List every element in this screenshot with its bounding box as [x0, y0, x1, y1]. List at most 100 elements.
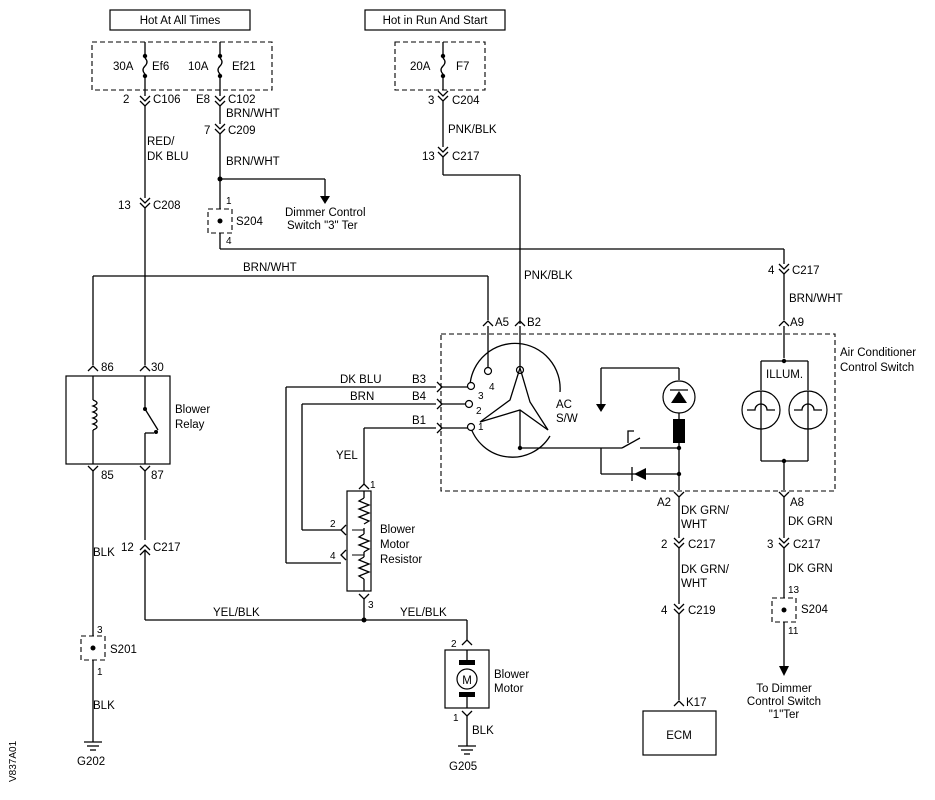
resistor-label-2: Motor	[380, 539, 410, 551]
wire-yel: YEL	[336, 450, 358, 462]
pin-b4: B4	[412, 391, 427, 403]
s204-top-pin-out: 4	[226, 236, 232, 247]
c209-label: C209	[228, 125, 256, 137]
f7-rating: 20A	[410, 61, 431, 73]
fuse-block-left	[91, 41, 273, 91]
relay-pin-85: 85	[101, 470, 114, 482]
blower-motor-resistor: 1 2 4 3 Blower Motor Resistor	[330, 480, 422, 620]
wire-dk-blu-label: DK BLU	[147, 151, 189, 163]
wire-dk-grn-wht-2b: WHT	[681, 578, 707, 590]
wire-yel-blk-1: YEL/BLK	[213, 607, 260, 619]
s204-right-label: S204	[801, 604, 828, 616]
c217-top-label: C217	[452, 151, 480, 163]
blower-relay: 86 30 Blower Relay 85 87	[65, 362, 210, 482]
c217-a2-label: C217	[688, 539, 716, 551]
wire-blk-2: BLK	[93, 700, 115, 712]
pin-b3: B3	[412, 374, 426, 386]
pin-a8: A8	[790, 497, 804, 509]
wire-blk-1: BLK	[93, 547, 115, 559]
c217-top-pin: 13	[422, 151, 435, 163]
dimmer-top-line1: Dimmer Control	[285, 207, 366, 219]
wire-brn-wht-ef21: E8 C102 BRN/WHT 7 C209 BRN/WHT Dimmer Co…	[196, 90, 784, 250]
pin-b1: B1	[412, 415, 426, 427]
s204-top-pin-in: 1	[226, 196, 232, 207]
c106-pin: 2	[123, 94, 129, 106]
c219-label: C219	[688, 605, 716, 617]
c219-pin: 4	[661, 605, 668, 617]
ac-sw-label-2: S/W	[556, 413, 578, 425]
pin-a9: A9	[790, 317, 804, 329]
f7-name: F7	[456, 61, 469, 73]
wire-pnk-blk-1: PNK/BLK	[448, 124, 497, 136]
ac-switch-label-2: Control Switch	[840, 362, 914, 374]
sw-pos-4: 4	[489, 382, 495, 393]
label-hot-in-run-start: Hot in Run And Start	[383, 15, 489, 27]
wire-pnk-blk: 3 C204 PNK/BLK 13 C217 PNK/BLK	[422, 90, 573, 324]
s201-label: S201	[110, 644, 137, 656]
ecm-box	[642, 710, 717, 756]
ef21-name: Ef21	[232, 61, 256, 73]
figure-id: V837A01	[8, 740, 19, 782]
resistor-pin-4: 4	[330, 551, 336, 562]
ef6-name: Ef6	[152, 61, 169, 73]
wire-pnk-blk-2: PNK/BLK	[524, 270, 573, 282]
dimmer-bottom-line2: Control Switch	[747, 696, 821, 708]
c102-label: C102	[228, 94, 256, 106]
c217-left-label: C217	[153, 542, 181, 554]
ground-g202: G202	[77, 756, 105, 768]
ac-switch-label-1: Air Conditioner	[840, 347, 916, 359]
c217-right-pin: 4	[768, 265, 775, 277]
s201-pin-out: 1	[97, 667, 103, 678]
relay-label-1: Blower	[175, 404, 210, 416]
wire-dk-blu: DK BLU	[340, 374, 382, 386]
s201-pin-in: 3	[97, 625, 103, 636]
ef21-rating: 10A	[188, 61, 209, 73]
wire-blk-ground-g202: BLK 3 S201 1 BLK G202	[77, 471, 137, 768]
ecm-label: ECM	[666, 730, 692, 742]
resistor-pin-1: 1	[370, 480, 376, 491]
illum-label: ILLUM.	[766, 369, 803, 381]
fuse-ef6: 30A Ef6	[113, 42, 169, 90]
blower-motor: 2 M Blower Motor 1 BLK G205	[444, 639, 529, 773]
wire-dk-grn-wht-1b: WHT	[681, 519, 707, 531]
dimmer-top-line2: Switch "3" Ter	[287, 220, 358, 232]
dimmer-bottom-line3: "1"Ter	[769, 709, 800, 721]
ac-sw-label-1: AC	[556, 399, 572, 411]
relay-pin-87: 87	[151, 470, 164, 482]
wire-brn-wht-a5: BRN/WHT A5 B2	[92, 262, 541, 365]
resistor-pin-3: 3	[368, 600, 374, 611]
wire-dk-grn-wht-ecm: A2 DK GRN/ WHT 2 C217 DK GRN/ WHT 4 C219…	[642, 491, 730, 756]
wire-yel-blk-2: YEL/BLK	[400, 607, 447, 619]
c208-pin: 13	[118, 200, 131, 212]
pin-b2: B2	[527, 317, 541, 329]
pin-a2: A2	[657, 497, 671, 509]
ground-g205: G205	[449, 761, 477, 773]
ac-control-switch: Air Conditioner Control Switch 4 3 2 1 A…	[440, 326, 916, 492]
s204-right-pin-in: 13	[788, 585, 800, 596]
wire-brn-wht-4: BRN/WHT	[789, 293, 843, 305]
sw-pos-3: 3	[478, 391, 484, 402]
motor-label-2: Motor	[494, 683, 524, 695]
power-source-hot-at-all-times: Hot At All Times	[109, 9, 251, 31]
c102-pin: E8	[196, 94, 210, 106]
c217-a2-pin: 2	[661, 539, 667, 551]
c217-left-pin: 12	[121, 542, 134, 554]
wire-dk-grn-dimmer: A8 DK GRN 3 C217 DK GRN 13 S204 11 To Di…	[747, 491, 833, 721]
sw-pos-1: 1	[478, 422, 484, 433]
wire-dk-grn-2: DK GRN	[788, 563, 833, 575]
ef6-rating: 30A	[113, 61, 134, 73]
k17-label: K17	[686, 697, 706, 709]
wire-brn-wht-a9: 4 C217 BRN/WHT A9	[768, 249, 843, 329]
label-hot-at-all-times: Hot At All Times	[140, 15, 221, 27]
c217-a8-label: C217	[793, 539, 821, 551]
wire-brn-wht-2: BRN/WHT	[226, 156, 280, 168]
motor-pin-1: 1	[453, 713, 459, 724]
wire-red-label: RED/	[147, 136, 175, 148]
sw-pos-2: 2	[476, 406, 482, 417]
wire-brn: BRN	[350, 391, 374, 403]
wire-dk-grn-wht-1a: DK GRN/	[681, 505, 730, 517]
wire-yel-blk: 12 C217 YEL/BLK YEL/BLK	[121, 471, 468, 640]
wire-dk-grn-1: DK GRN	[788, 516, 833, 528]
